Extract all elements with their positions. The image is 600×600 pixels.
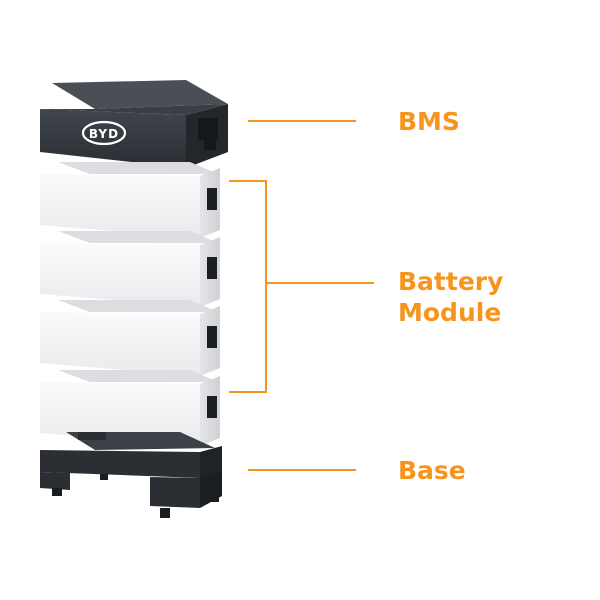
- battery-module-2: [40, 231, 220, 307]
- module-top-face: [58, 300, 218, 312]
- module-front-face: [40, 312, 200, 376]
- module-front-face: [40, 382, 200, 446]
- base-foot: [100, 474, 108, 480]
- byd-logo-text: BYD: [89, 127, 119, 141]
- module-top-face: [58, 231, 218, 243]
- bms-front-face: [40, 109, 186, 168]
- module-port: [207, 257, 217, 279]
- battery-module-label: Battery Module: [398, 266, 503, 328]
- bms-connector: [198, 118, 218, 140]
- bms-connector-2: [204, 140, 216, 150]
- base-foot: [160, 508, 170, 518]
- module-front-face: [40, 243, 200, 307]
- module-port: [207, 396, 217, 418]
- module-top-face: [58, 370, 218, 382]
- base-front-beam: [40, 450, 200, 478]
- bms-label: BMS: [398, 107, 460, 136]
- base-front-left-leg: [40, 472, 70, 490]
- battery-module-4: [40, 370, 220, 446]
- battery-module-bracket: [229, 180, 267, 393]
- base-foot: [52, 488, 62, 496]
- module-port: [207, 326, 217, 348]
- module-front-face: [40, 174, 200, 238]
- base-top-rail: [78, 432, 106, 440]
- base-foot: [210, 494, 219, 502]
- annotation-lines: [229, 120, 374, 471]
- battery-module-label-line-1: Battery: [398, 267, 504, 296]
- battery-module-1: [40, 162, 220, 238]
- byd-logo-ring: [81, 120, 127, 146]
- base-back-right-leg: [200, 472, 222, 508]
- module-top-face: [58, 162, 218, 174]
- module-port: [207, 188, 217, 210]
- base-front-right-leg: [150, 477, 200, 508]
- bms-unit: [40, 80, 228, 168]
- bms-top-face: [52, 80, 228, 109]
- battery-module-label-line-2: Module: [398, 298, 502, 327]
- base-label: Base: [398, 456, 466, 485]
- battery-module-3: [40, 300, 220, 376]
- bms-top-edge: [40, 104, 228, 115]
- base-stand: [40, 432, 222, 518]
